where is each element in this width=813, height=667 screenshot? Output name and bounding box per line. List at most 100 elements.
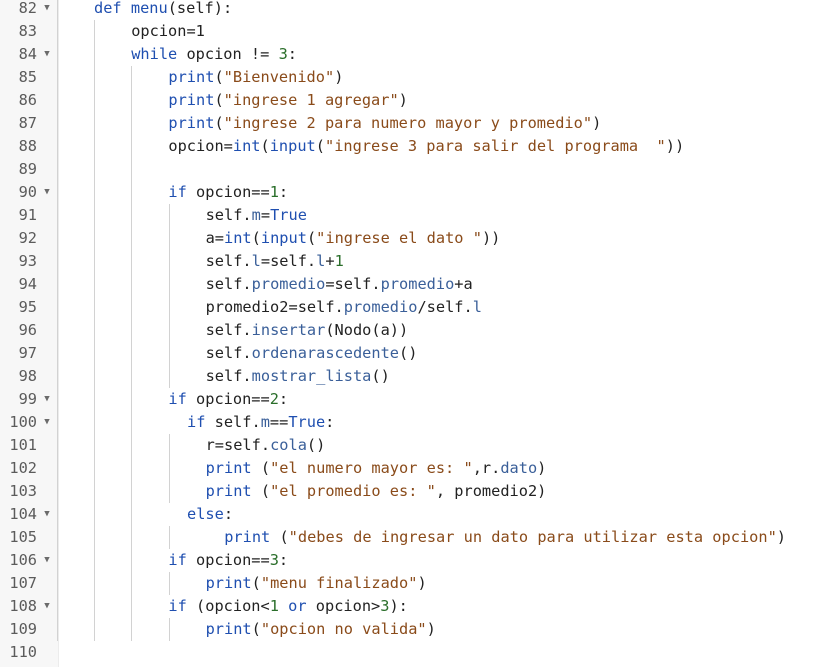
code-token: == bbox=[269, 413, 289, 431]
code-line[interactable]: if self.m==True: bbox=[187, 411, 334, 434]
code-token: or bbox=[288, 597, 307, 615]
code-token: input bbox=[269, 137, 316, 155]
fold-arrow-down-icon[interactable]: ▼ bbox=[44, 555, 50, 565]
indent-guide bbox=[131, 66, 133, 89]
code-line[interactable]: else: bbox=[187, 503, 233, 526]
code-token: if bbox=[168, 183, 187, 201]
indent-guide bbox=[131, 112, 133, 135]
code-token: 3 bbox=[380, 597, 390, 615]
code-line[interactable]: self.insertar(Nodo(a)) bbox=[206, 319, 409, 342]
code-token: ( bbox=[270, 528, 289, 546]
fold-arrow-down-icon[interactable]: ▼ bbox=[44, 509, 50, 519]
fold-arrow-down-icon[interactable]: ▼ bbox=[44, 3, 50, 13]
code-token: if bbox=[168, 597, 187, 615]
fold-arrow-down-icon[interactable]: ▼ bbox=[44, 49, 50, 59]
code-token: mostrar_lista bbox=[251, 367, 372, 385]
indent-guide bbox=[57, 204, 58, 227]
code-line[interactable]: a=int(input("ingrese el dato ")) bbox=[206, 227, 501, 250]
code-line[interactable]: if opcion==3: bbox=[168, 549, 288, 572]
indent-guide bbox=[57, 503, 58, 526]
indent-guide bbox=[94, 342, 96, 365]
code-line[interactable]: if opcion==2: bbox=[168, 388, 288, 411]
line-number: 91 bbox=[18, 206, 37, 224]
code-line[interactable]: if (opcion<1 or opcion>3): bbox=[168, 595, 408, 618]
code-token: "ingrese 3 para salir del programa " bbox=[325, 137, 666, 155]
code-line[interactable]: self.l=self.l+1 bbox=[206, 250, 344, 273]
code-line[interactable]: self.mostrar_lista() bbox=[206, 365, 390, 388]
indent-guide bbox=[94, 296, 96, 319]
line-number: 107 bbox=[9, 574, 37, 592]
indent-guide bbox=[57, 572, 58, 595]
code-line[interactable]: opcion=1 bbox=[131, 20, 205, 43]
indent-guide bbox=[57, 319, 58, 342]
indent-guide bbox=[94, 618, 96, 641]
code-line[interactable]: self.ordenarascedente() bbox=[206, 342, 418, 365]
indent-guide bbox=[94, 273, 96, 296]
code-token: r=self. bbox=[205, 436, 271, 454]
code-token: ) bbox=[398, 91, 408, 109]
indent-guide bbox=[94, 112, 96, 135]
indent-guide bbox=[57, 365, 58, 388]
code-token: =self. bbox=[260, 252, 317, 270]
code-token: opcion != bbox=[177, 45, 279, 63]
fold-arrow-down-icon[interactable]: ▼ bbox=[44, 394, 50, 404]
indent-guide bbox=[131, 618, 133, 641]
code-token: cola bbox=[270, 436, 307, 454]
indent-guide bbox=[131, 89, 133, 112]
line-number: 108 bbox=[9, 597, 37, 615]
code-token: , promedio2) bbox=[435, 482, 547, 500]
indent-guide bbox=[131, 158, 133, 181]
code-token: () bbox=[371, 367, 390, 385]
code-token: if bbox=[168, 390, 187, 408]
line-number: 100 bbox=[9, 413, 37, 431]
line-number: 90 bbox=[18, 183, 37, 201]
code-token: "opcion no valida" bbox=[260, 620, 427, 638]
code-line[interactable]: print("menu finalizado") bbox=[206, 572, 427, 595]
code-token: int bbox=[224, 229, 252, 247]
indent-guide bbox=[94, 595, 96, 618]
code-line[interactable]: print ("el promedio es: ", promedio2) bbox=[206, 480, 547, 503]
fold-arrow-down-icon[interactable]: ▼ bbox=[44, 187, 50, 197]
code-line[interactable]: promedio2=self.promedio/self.l bbox=[206, 296, 482, 319]
indent-guide bbox=[94, 526, 96, 549]
code-token: : bbox=[325, 413, 335, 431]
code-token: : bbox=[223, 505, 234, 523]
indent-guide bbox=[94, 250, 96, 273]
indent-guide bbox=[131, 273, 133, 296]
code-token: l bbox=[251, 252, 261, 270]
code-line[interactable]: if opcion==1: bbox=[168, 181, 288, 204]
code-token: ( bbox=[251, 229, 261, 247]
code-token: ( bbox=[214, 91, 224, 109]
fold-arrow-down-icon[interactable]: ▼ bbox=[44, 417, 50, 427]
line-number: 94 bbox=[18, 275, 37, 293]
line-number: 99 bbox=[18, 390, 37, 408]
code-line[interactable]: print("ingrese 1 agregar") bbox=[168, 89, 407, 112]
indent-guide bbox=[57, 434, 58, 457]
code-line[interactable]: opcion=int(input("ingrese 3 para salir d… bbox=[168, 135, 684, 158]
code-token: /self. bbox=[417, 298, 473, 316]
code-line[interactable]: print("ingrese 2 para numero mayor y pro… bbox=[168, 112, 601, 135]
indent-guide bbox=[94, 572, 96, 595]
line-number: 103 bbox=[9, 482, 37, 500]
code-line[interactable]: def menu(self): bbox=[94, 0, 232, 20]
code-token: opcion== bbox=[186, 183, 270, 201]
line-number: 85 bbox=[18, 68, 37, 86]
code-token: ): bbox=[389, 597, 408, 615]
code-line[interactable]: self.m=True bbox=[206, 204, 307, 227]
code-token: self. bbox=[205, 206, 252, 224]
code-line[interactable]: print("Bienvenido") bbox=[168, 66, 343, 89]
code-token: self. bbox=[205, 367, 252, 385]
fold-arrow-down-icon[interactable]: ▼ bbox=[44, 601, 50, 611]
code-line[interactable]: print ("el numero mayor es: ",r.dato) bbox=[206, 457, 547, 480]
code-line[interactable]: self.promedio=self.promedio+a bbox=[206, 273, 473, 296]
code-token: = bbox=[260, 206, 271, 224]
code-line[interactable]: while opcion != 3: bbox=[131, 43, 297, 66]
indent-guide bbox=[168, 319, 170, 342]
code-line[interactable]: print ("debes de ingresar un dato para u… bbox=[224, 526, 786, 549]
code-token: (Nodo(a)) bbox=[325, 321, 409, 339]
code-line[interactable]: r=self.cola() bbox=[206, 434, 326, 457]
code-token: self. bbox=[205, 344, 252, 362]
code-line[interactable]: print("opcion no valida") bbox=[206, 618, 436, 641]
indent-guide bbox=[57, 526, 58, 549]
